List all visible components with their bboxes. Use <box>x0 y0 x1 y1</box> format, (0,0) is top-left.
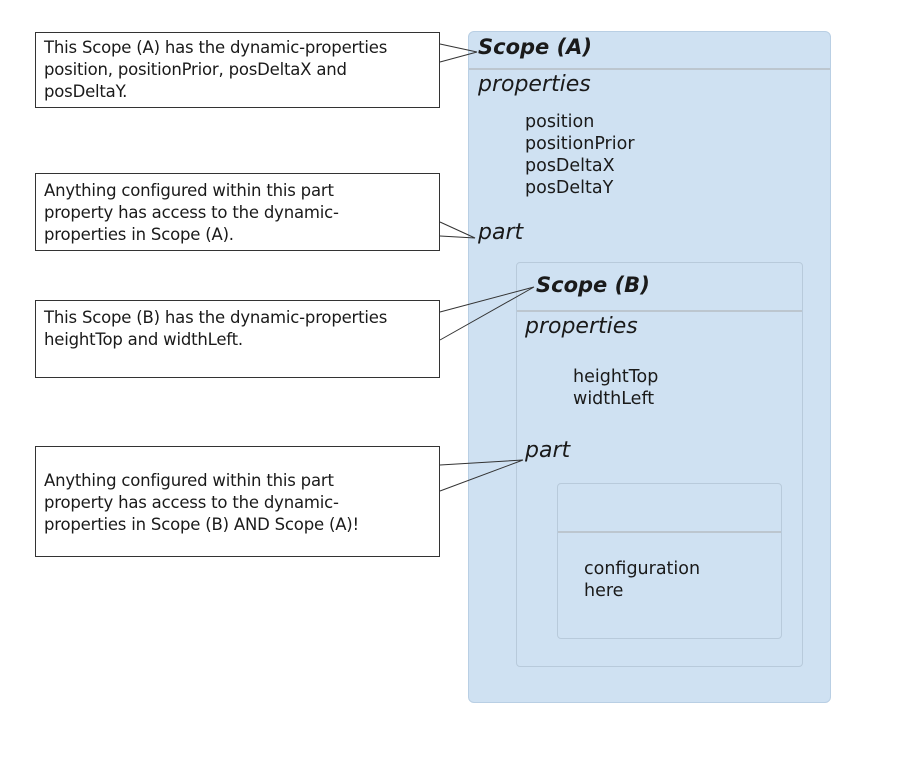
scope-a-properties-label: properties <box>478 72 591 97</box>
scope-a-properties-list: position positionPrior posDeltaX posDelt… <box>525 111 635 199</box>
scope-b-properties-list: heightTop widthLeft <box>573 366 658 410</box>
scope-b-box <box>516 262 803 667</box>
scope-a-divider <box>469 68 830 70</box>
scope-b-properties-label: properties <box>525 314 638 339</box>
callout-part-b: Anything configured within this part pro… <box>35 446 440 557</box>
configuration-line-2: here <box>584 581 624 601</box>
property-position-prior: positionPrior <box>525 134 635 154</box>
configuration-line-1: configuration <box>584 559 701 579</box>
configuration-divider <box>558 531 781 533</box>
pointer-scope-a <box>439 43 478 63</box>
scope-a-box <box>468 31 831 703</box>
pointer-part-b <box>439 459 524 492</box>
callout-scope-b: This Scope (B) has the dynamic-propertie… <box>35 300 440 378</box>
scope-b-part-label: part <box>525 438 571 463</box>
pointer-part-a <box>439 221 476 239</box>
scope-b-divider <box>517 310 802 312</box>
callout-part-a: Anything configured within this part pro… <box>35 173 440 251</box>
configuration-text: configuration here <box>584 558 700 602</box>
configuration-box <box>557 483 782 639</box>
property-width-left: widthLeft <box>573 389 655 409</box>
pointer-scope-b <box>439 286 535 341</box>
property-pos-delta-y: posDeltaY <box>525 178 614 198</box>
property-height-top: heightTop <box>573 367 659 387</box>
scope-a-part-label: part <box>478 220 524 245</box>
callout-scope-a: This Scope (A) has the dynamic-propertie… <box>35 32 440 108</box>
scope-a-title: Scope (A) <box>478 35 593 59</box>
scope-b-title: Scope (B) <box>536 273 650 297</box>
property-pos-delta-x: posDeltaX <box>525 156 615 176</box>
property-position: position <box>525 112 595 132</box>
